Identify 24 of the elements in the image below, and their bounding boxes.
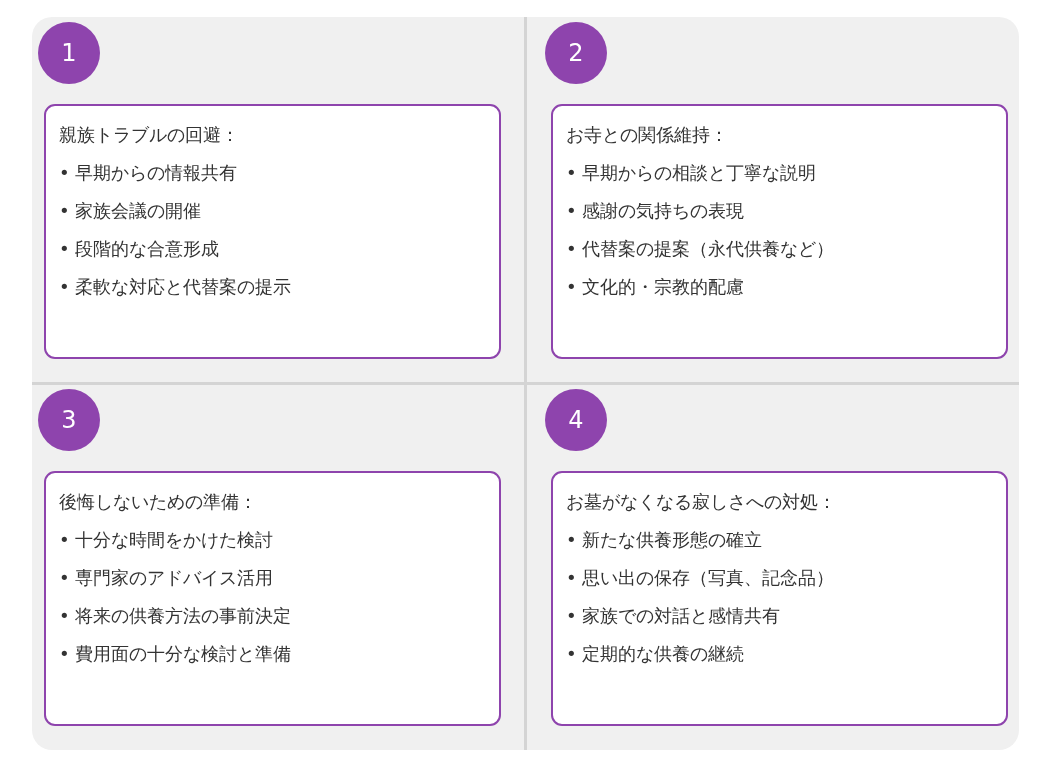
- card-heading: 親族トラブルの回避：: [59, 123, 239, 147]
- bullet-item: • 柔軟な対応と代替案の提示: [59, 275, 292, 299]
- bullet-item: • 段階的な合意形成: [59, 237, 220, 261]
- info-card: [44, 471, 501, 726]
- bullet-item: • 新たな供養形態の確立: [566, 528, 763, 552]
- bullet-item: • 家族会議の開催: [59, 199, 202, 223]
- bullet-item: • 家族での対話と感情共有: [566, 604, 781, 628]
- bullet-item: • 代替案の提案（永代供養など）: [566, 237, 835, 261]
- bullet-item: • 定期的な供養の継続: [566, 642, 745, 666]
- info-card: [551, 471, 1008, 726]
- info-card: [44, 104, 501, 359]
- bullet-item: • 文化的・宗教的配慮: [566, 275, 745, 299]
- bullet-item: • 早期からの情報共有: [59, 161, 238, 185]
- card-heading: お寺との関係維持：: [566, 123, 728, 147]
- card-heading: 後悔しないための準備：: [59, 490, 257, 514]
- bullet-item: • 十分な時間をかけた検討: [59, 528, 274, 552]
- bullet-item: • 専門家のアドバイス活用: [59, 566, 274, 590]
- bullet-item: • 早期からの相談と丁寧な説明: [566, 161, 817, 185]
- card-heading: お墓がなくなる寂しさへの対処：: [566, 490, 836, 514]
- bullet-item: • 思い出の保存（写真、記念品）: [566, 566, 835, 590]
- info-card: [551, 104, 1008, 359]
- bullet-item: • 将来の供養方法の事前決定: [59, 604, 292, 628]
- bullet-item: • 費用面の十分な検討と準備: [59, 642, 292, 666]
- bullet-item: • 感謝の気持ちの表現: [566, 199, 745, 223]
